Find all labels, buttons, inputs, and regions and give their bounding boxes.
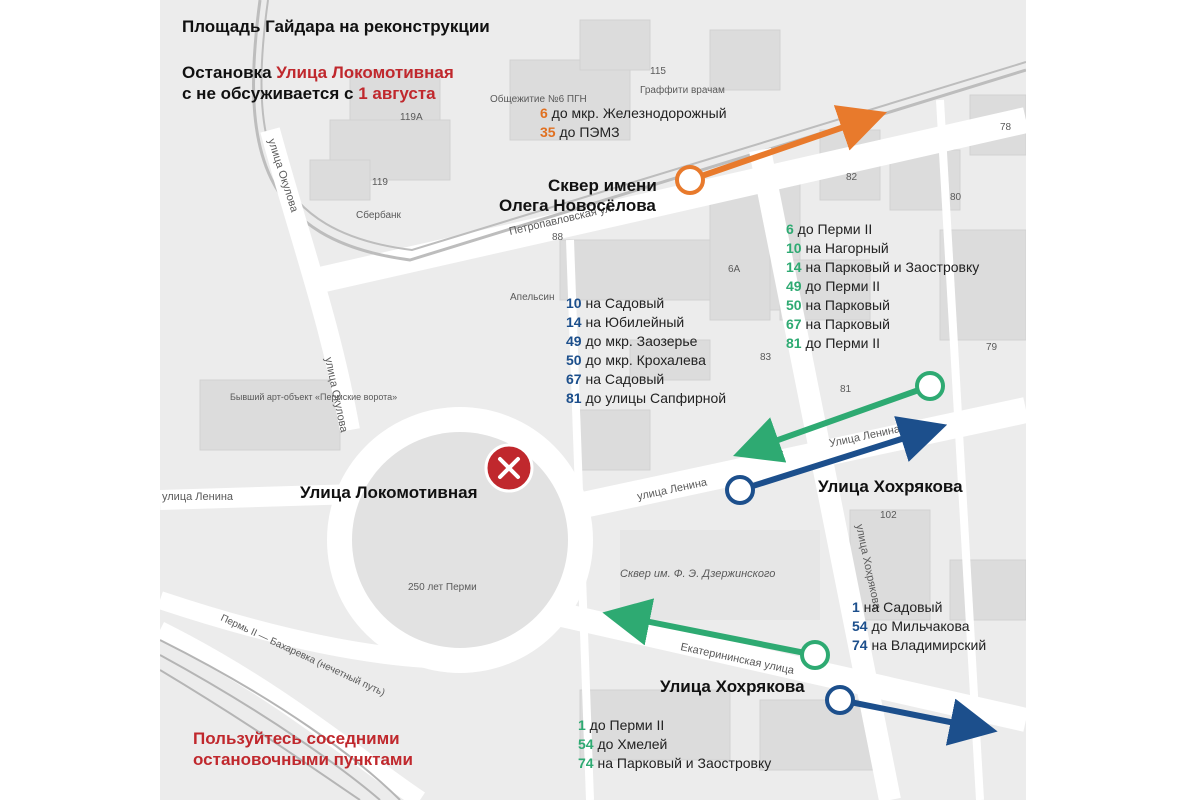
routes-lokomotivnaya: 10 на Садовый 14 на Юбилейный 49 до мкр.… (566, 294, 726, 408)
city-map[interactable]: улица Окулова улица Окулова улица Ленина… (160, 0, 1026, 800)
route-arrow-blue-lower (839, 697, 998, 746)
routes-ekaterininskaya-blue: 1 на Садовый 54 до Мильчакова 74 на Влад… (852, 598, 986, 655)
route-kh-81: 81 до Перми II (786, 335, 881, 351)
label-lenina1: улица Ленина (162, 491, 234, 503)
label-78: 78 (1000, 122, 1012, 133)
stop-label-khokhryakova-upper: Улица Хохрякова (818, 477, 963, 496)
label-88: 88 (552, 232, 564, 243)
stop-marker-skver[interactable] (675, 165, 705, 195)
route-kh-6: 6 до Перми II (786, 221, 873, 237)
route-kh-50: 50 на Парковый (786, 297, 890, 313)
notice-line2-prefix: с не обсуживается с (182, 84, 359, 103)
label-81: 81 (840, 384, 852, 395)
routes-skver: 6 до мкр. Железнодорожный 35 до ПЭМЗ (540, 104, 727, 142)
route-kh-10: 10 на Нагорный (786, 240, 889, 256)
label-102: 102 (880, 510, 897, 521)
route-loko-49: 49 до мкр. Заозерье (566, 333, 698, 349)
label-sberbank: Сбербанк (356, 209, 402, 221)
notice-prefix: Остановка (182, 63, 277, 82)
route-kh-49: 49 до Перми II (786, 278, 881, 294)
route-ek-1: 1 на Садовый (852, 599, 943, 615)
stop-marker-khokhryakova-blue[interactable] (725, 475, 755, 505)
label-perm250: 250 лет Перми (408, 582, 477, 593)
label-art-object: Бывший арт-объект «Пермские ворота» (230, 392, 397, 402)
roundabout-center (352, 432, 568, 648)
route-arrow-green-lower (602, 598, 816, 658)
label-obshchezhitie: Общежитие №6 ПГН (490, 93, 587, 105)
route-ek-54: 54 до Мильчакова (852, 618, 970, 634)
label-apelsin: Апельсин (510, 292, 554, 303)
routes-ekaterininskaya-green: 1 до Перми II 54 до Хмелей 74 на Парковы… (578, 716, 771, 773)
notice-line-1: Остановка Улица Локомотивная (182, 63, 454, 83)
label-119a: 119А (400, 112, 423, 123)
stop-label-khokhryakova-lower: Улица Хохрякова (660, 677, 805, 696)
routes-khokhryakova-green: 6 до Перми II 10 на Нагорный 14 на Парко… (786, 220, 979, 353)
railway-tracks (160, 639, 401, 800)
route-arrow-green-upper (733, 383, 932, 463)
label-ekspress: Экспресс (740, 448, 783, 459)
closed-stop-icon[interactable] (484, 443, 534, 493)
stop-label-skver-line2: Олега Новосёлова (499, 196, 656, 215)
route-kh-67: 67 на Парковый (786, 316, 890, 332)
route-skver-6: 6 до мкр. Железнодорожный (540, 105, 727, 121)
page-title: Площадь Гайдара на реконструкции (182, 17, 490, 36)
route-loko-50: 50 до мкр. Крохалева (566, 352, 706, 368)
notice-date: 1 августа (358, 84, 436, 103)
footer-note-line1: Пользуйтесь соседними (193, 729, 400, 748)
route-arrow-blue-upper (739, 416, 948, 493)
route-skver-35: 35 до ПЭМЗ (540, 124, 620, 140)
label-skver-dz: Сквер им. Ф. Э. Дзержинского (620, 568, 775, 580)
stop-marker-ekaterininskaya-green[interactable] (800, 640, 830, 670)
label-80: 80 (950, 192, 962, 203)
label-graffiti: Граффити врачам (640, 84, 725, 96)
buildings (199, 19, 1026, 771)
route-arrow-orange (689, 105, 888, 183)
stop-marker-khokhryakova-green[interactable] (915, 371, 945, 401)
route-loko-81: 81 до улицы Сапфирной (566, 390, 727, 406)
route-loko-10: 10 на Садовый (566, 295, 665, 311)
stop-marker-ekaterininskaya-blue[interactable] (825, 685, 855, 715)
label-82: 82 (846, 172, 858, 183)
notice-line-2: с не обсуживается с 1 августа (182, 84, 436, 104)
route-ekg-74: 74 на Парковый и Заостровку (578, 755, 772, 771)
label-119: 119 (372, 177, 388, 188)
label-6a: 6А (728, 264, 741, 275)
notice-stop-name: Улица Локомотивная (276, 63, 454, 82)
route-ekg-54: 54 до Хмелей (578, 736, 668, 752)
route-loko-67: 67 на Садовый (566, 371, 665, 387)
stop-label-skver: Сквер имени (548, 176, 657, 195)
label-83: 83 (760, 352, 772, 363)
stop-label-lokomotivnaya: Улица Локомотивная (300, 483, 478, 502)
label-79: 79 (986, 342, 998, 353)
route-loko-14: 14 на Юбилейный (566, 314, 685, 330)
route-ekg-1: 1 до Перми II (578, 717, 665, 733)
footer-note-line2: остановочными пунктами (193, 750, 413, 769)
label-115: 115 (650, 66, 666, 77)
route-kh-14: 14 на Парковый и Заостровку (786, 259, 980, 275)
footer-note: Пользуйтесь соседними остановочными пунк… (193, 728, 413, 770)
route-ek-74: 74 на Владимирский (852, 637, 987, 653)
